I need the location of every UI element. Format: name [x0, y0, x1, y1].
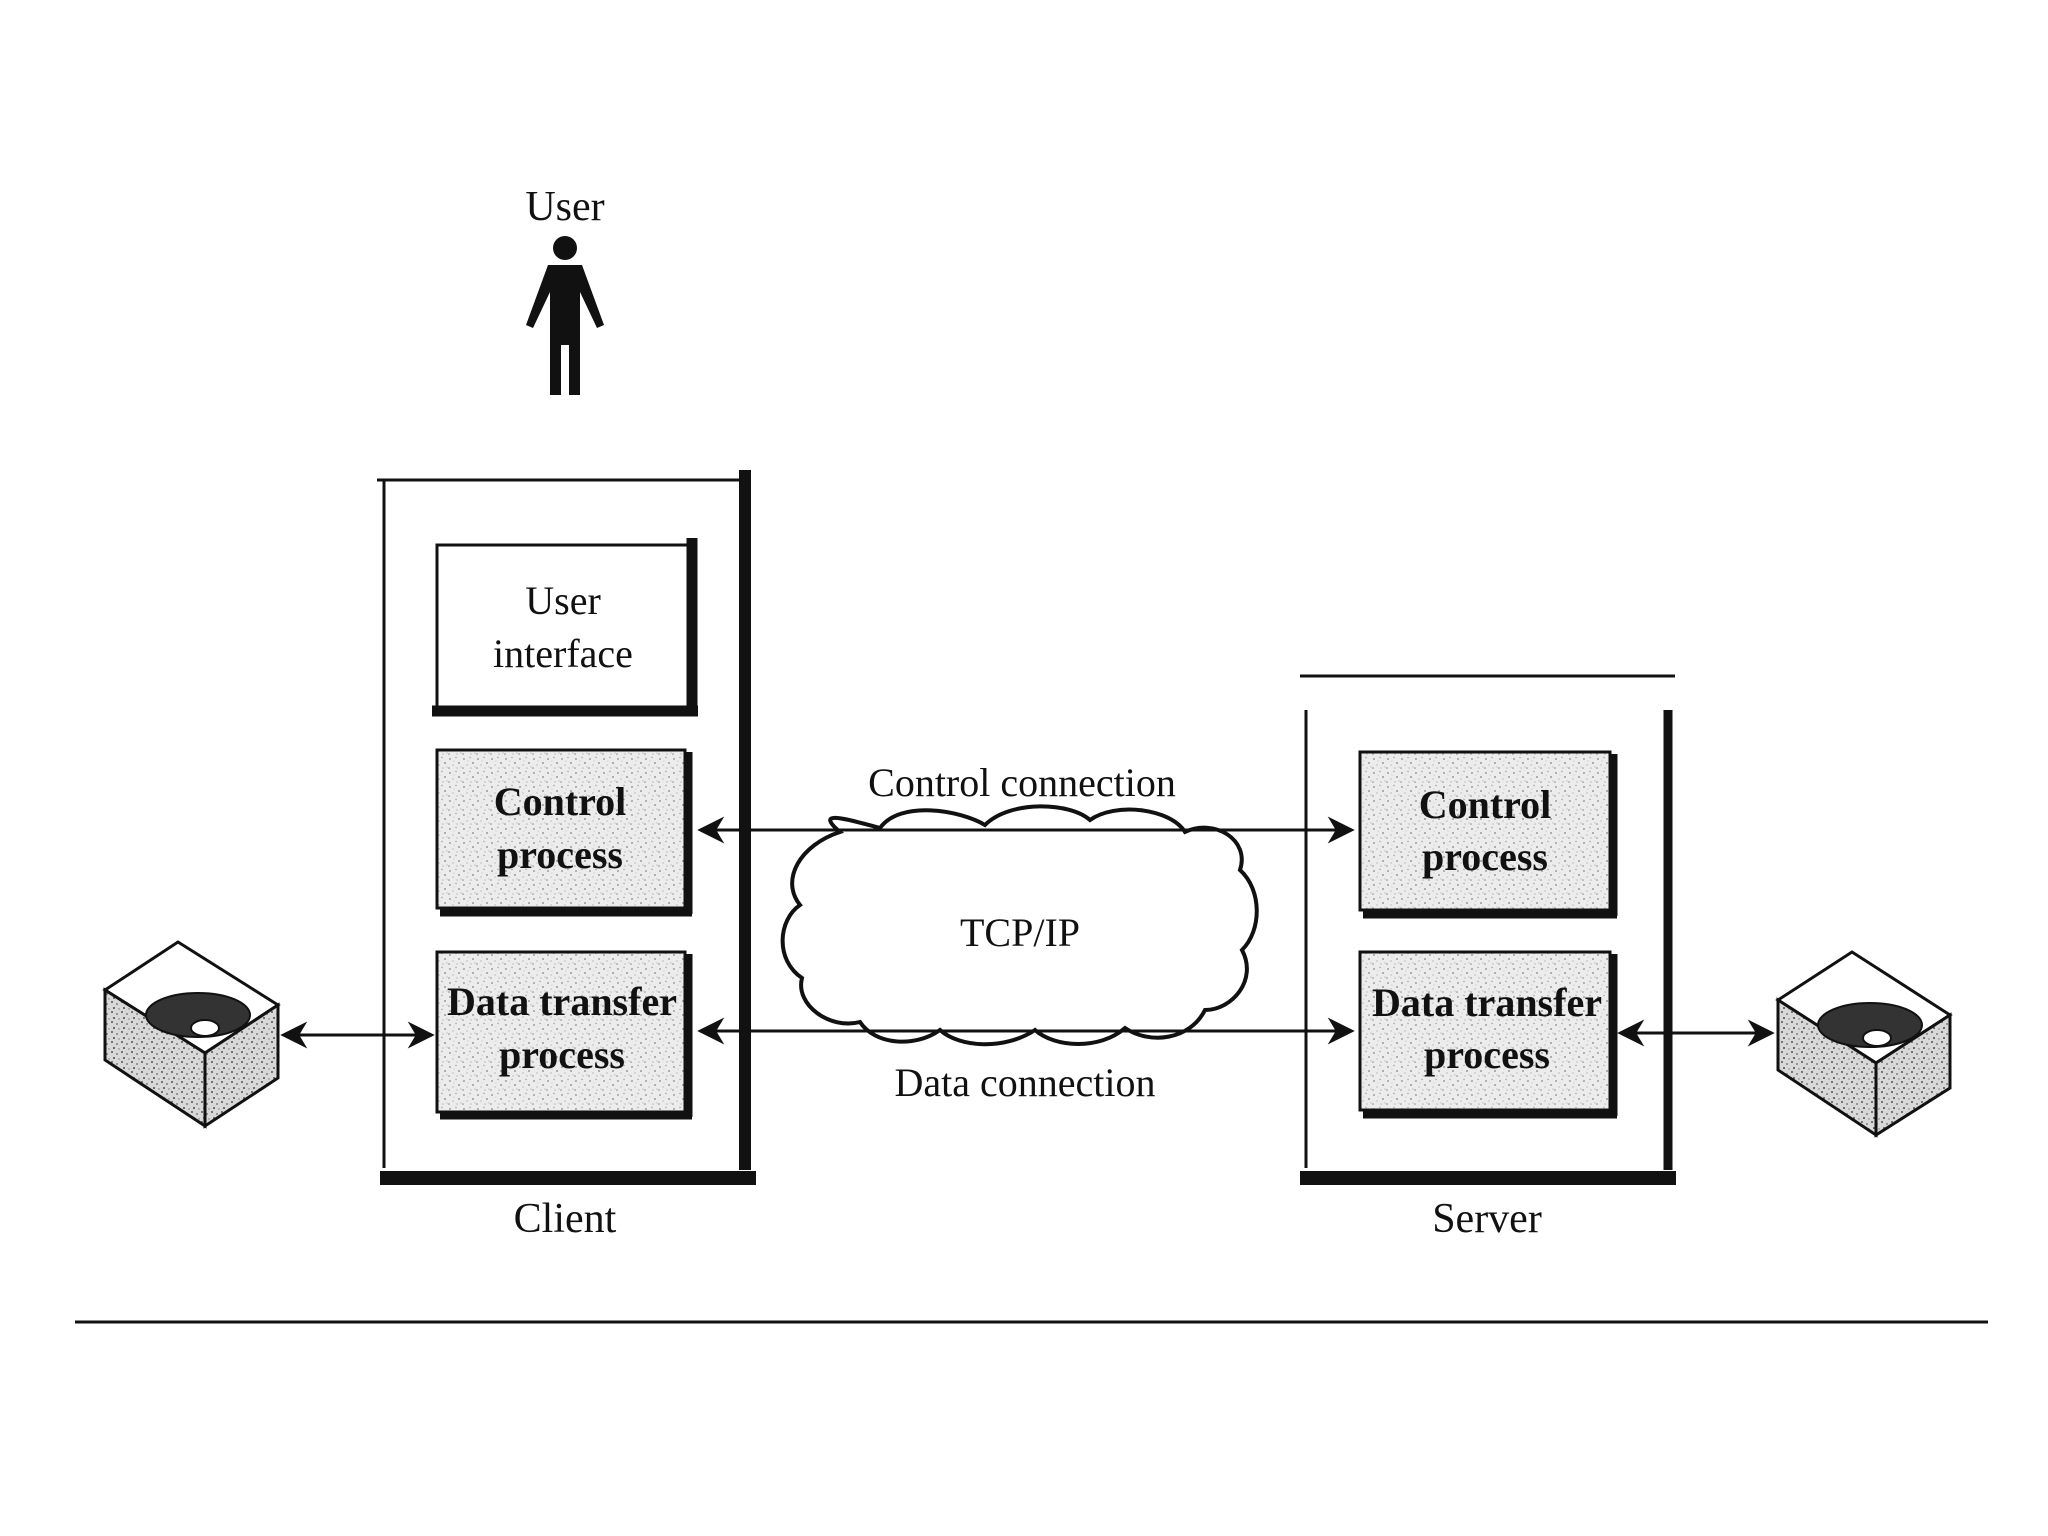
- user-interface-box: User interface: [432, 538, 698, 717]
- user-interface-label-line1: User: [525, 578, 601, 623]
- client-data-transfer-box: Data transfer process: [435, 950, 693, 1120]
- server-label: Server: [1432, 1196, 1542, 1242]
- client-control-label-line1: Control: [494, 779, 627, 824]
- control-connection-label: Control connection: [868, 760, 1176, 805]
- tcpip-label: TCP/IP: [960, 910, 1080, 955]
- person-icon: [526, 236, 604, 395]
- server-data-transfer-box: Data transfer process: [1358, 950, 1618, 1119]
- server-control-label-line1: Control: [1419, 782, 1552, 827]
- tcpip-cloud: TCP/IP: [780, 804, 1259, 1047]
- client-data-label-line1: Data transfer: [447, 979, 677, 1024]
- disk-drive-icon: [1775, 950, 1953, 1138]
- user-label: User: [525, 184, 604, 230]
- client-control-process-box: Control process: [435, 748, 693, 917]
- user-interface-label-line2: interface: [493, 631, 633, 676]
- client-data-label-line2: process: [499, 1032, 625, 1077]
- server-control-label-line2: process: [1422, 834, 1548, 879]
- server-frame: [1300, 674, 1676, 1185]
- client-control-label-line2: process: [497, 832, 623, 877]
- data-connection-label: Data connection: [895, 1060, 1156, 1105]
- server-data-label-line1: Data transfer: [1372, 980, 1602, 1025]
- server-control-process-box: Control process: [1358, 750, 1618, 919]
- client-label: Client: [514, 1196, 617, 1242]
- disk-drive-icon: [102, 940, 281, 1129]
- server-data-label-line2: process: [1424, 1032, 1550, 1077]
